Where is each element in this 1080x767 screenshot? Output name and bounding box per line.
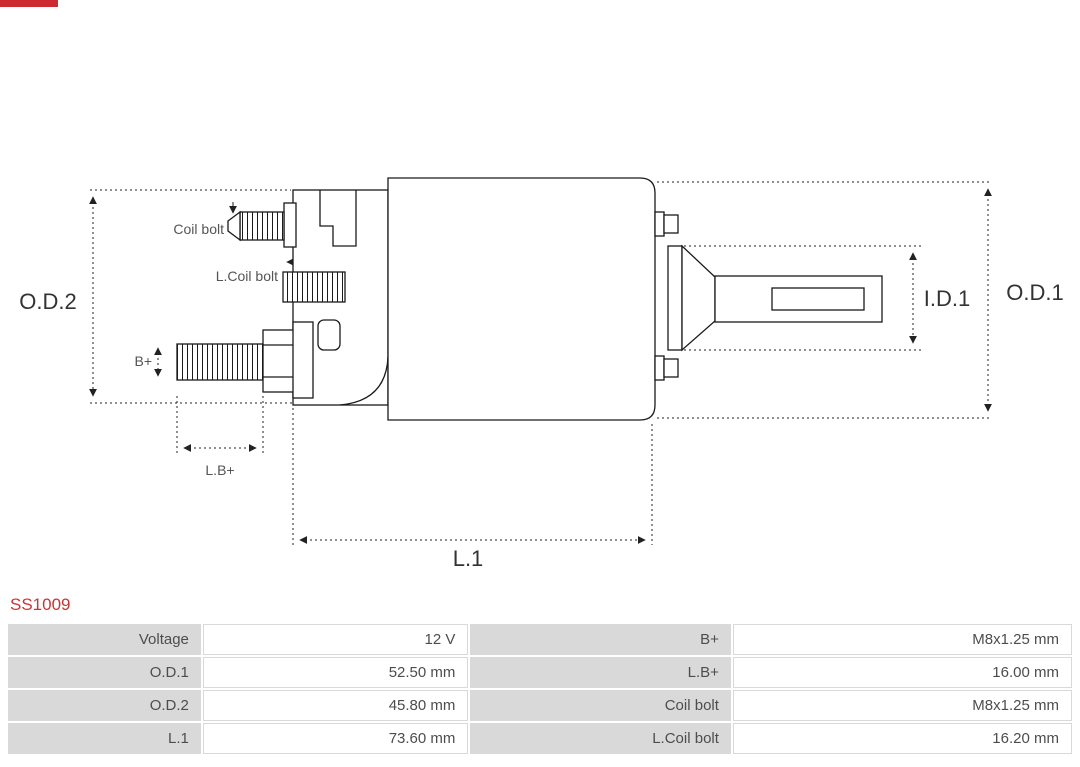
flange-fillet [339, 356, 389, 406]
top-terminal-inner [663, 214, 679, 234]
bplus-label: B+ [134, 353, 152, 369]
spec-label-od1: O.D.1 [8, 657, 201, 688]
spec-value-lcoilbolt: 16.20 mm [732, 723, 1072, 754]
od1-label: O.D.1 [1006, 280, 1063, 305]
spec-value-bplus: M8x1.25 mm [732, 624, 1072, 655]
plunger-slot [771, 287, 865, 311]
l-coil-bolt-label: L.Coil bolt [216, 268, 278, 284]
solenoid-technical-drawing: O.D.2 O.D.1 I.D.1 L.1 Coil bolt L.Coil b… [19, 177, 1064, 571]
spec-label-lcoilbolt: L.Coil bolt [470, 723, 731, 754]
spec-label-voltage: Voltage [8, 624, 201, 655]
plunger-cone [681, 244, 716, 352]
bplus-boss [292, 321, 314, 399]
solenoid-outline [176, 177, 883, 421]
od2-label: O.D.2 [19, 289, 76, 314]
flange-notch [319, 190, 357, 247]
bottom-terminal-inner [663, 358, 679, 378]
top-terminal-outer [654, 211, 665, 237]
solenoid-body [387, 177, 656, 421]
plunger-disc [667, 245, 683, 351]
coil-bolt-label: Coil bolt [173, 221, 224, 237]
lower-coil-bolt-thread [282, 271, 346, 303]
l-bplus-label: L.B+ [205, 462, 234, 478]
spec-value-od2: 45.80 mm [202, 690, 469, 721]
coil-bolt-base [283, 202, 297, 248]
spec-label-l1: L.1 [8, 723, 201, 754]
spec-label-bplus: B+ [470, 624, 731, 655]
part-number: SS1009 [10, 595, 71, 614]
id1-label: I.D.1 [924, 286, 970, 311]
spec-table: Voltage 12 V B+ M8x1.25 mm O.D.1 52.50 m… [8, 624, 1072, 754]
bottom-terminal-outer [654, 355, 665, 381]
spec-value-voltage: 12 V [202, 624, 469, 655]
spec-value-l1: 73.60 mm [202, 723, 469, 754]
flange-rivet [317, 319, 341, 351]
spec-label-od2: O.D.2 [8, 690, 201, 721]
brand-logo [0, 0, 58, 7]
spec-value-lbplus: 16.00 mm [732, 657, 1072, 688]
bplus-stud-thread [176, 343, 264, 381]
spec-value-coilbolt: M8x1.25 mm [732, 690, 1072, 721]
spec-value-od1: 52.50 mm [202, 657, 469, 688]
spec-label-lbplus: L.B+ [470, 657, 731, 688]
spec-label-coilbolt: Coil bolt [470, 690, 731, 721]
coil-bolt-thread [239, 211, 285, 241]
bplus-hex-nut [262, 329, 296, 393]
l1-label: L.1 [453, 546, 484, 571]
coil-bolt-tip [227, 210, 241, 242]
